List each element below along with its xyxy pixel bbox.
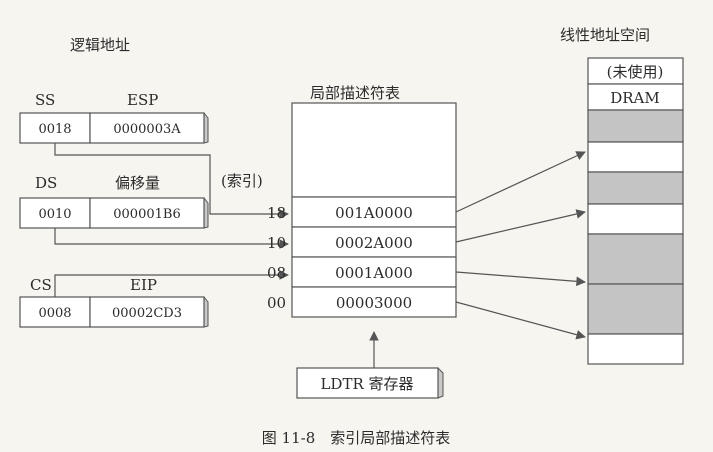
esp-label: ESP <box>127 91 158 109</box>
memory-blocks <box>587 109 684 365</box>
ss-label: SS <box>35 91 55 109</box>
cs-label: CS <box>30 276 52 294</box>
ldt-upper-empty <box>291 102 457 198</box>
memory-dram <box>587 83 684 111</box>
ldt-row-18 <box>291 196 457 228</box>
ss-value: 0018 <box>38 122 71 137</box>
base-18: 001A0000 <box>335 204 413 222</box>
memory-block-shaded <box>587 171 684 205</box>
eip-offset-box <box>89 296 205 328</box>
linear-space-title: 线性地址空间 <box>560 26 650 44</box>
figure-caption: 图 11-8 索引局部描述符表 <box>262 429 450 447</box>
eip-label: EIP <box>130 276 157 294</box>
memory-block-white <box>587 141 684 173</box>
ldtr-register-box <box>296 367 439 399</box>
eip-value: 00002CD3 <box>112 306 182 321</box>
ds-to-index-10-arrow <box>54 228 289 249</box>
linear-address-space: (未使用) DRAM <box>587 57 684 365</box>
index-10: 10 <box>267 234 286 252</box>
unused-label: (未使用) <box>607 63 664 81</box>
ldt-row-00 <box>291 286 457 318</box>
ldt-row-10 <box>291 226 457 258</box>
dram-label: DRAM <box>610 89 660 107</box>
index-08: 08 <box>267 264 286 282</box>
cs-to-index-08-arrow <box>54 270 289 297</box>
row-10-to-memory-arrow <box>455 209 586 243</box>
memory-block-shaded <box>587 109 684 143</box>
ldt-row-08 <box>291 256 457 288</box>
ds-label: DS <box>35 174 57 192</box>
register-cs-eip: CS EIP 0008 00002CD3 <box>19 276 209 328</box>
ss-to-index-18-arrow <box>54 143 289 219</box>
offset-label: 偏移量 <box>115 174 160 192</box>
register-ds-offset: DS 偏移量 0010 000001B6 <box>19 174 209 229</box>
ds-value: 0010 <box>38 207 71 222</box>
memory-block-white <box>587 203 684 235</box>
base-00: 00003000 <box>336 294 412 312</box>
base-08: 0001A000 <box>335 264 413 282</box>
row-00-to-memory-arrow <box>455 301 586 340</box>
memory-block-shaded <box>587 233 684 285</box>
ds-offset-value: 000001B6 <box>113 207 180 222</box>
esp-offset-box <box>89 112 205 144</box>
ldt-title: 局部描述符表 <box>310 84 400 102</box>
memory-block-shaded <box>587 283 684 335</box>
ldt-table: 18 10 08 00 001A0000 0002A000 0001A000 0… <box>267 102 457 318</box>
register-ss-esp: SS ESP 0018 0000003A <box>19 91 209 144</box>
memory-block-white <box>587 333 684 365</box>
index-label: (索引) <box>221 172 263 190</box>
index-18: 18 <box>267 204 286 222</box>
row-18-to-memory-arrow <box>455 151 586 213</box>
row-08-to-memory-arrow <box>455 271 586 287</box>
base-10: 0002A000 <box>335 234 413 252</box>
ldtr-label: LDTR 寄存器 <box>320 375 413 393</box>
esp-value: 0000003A <box>113 122 181 137</box>
cs-value: 0008 <box>38 306 71 321</box>
logical-address-title: 逻辑地址 <box>70 36 130 54</box>
index-00: 00 <box>267 294 286 312</box>
ds-offset-box <box>89 197 205 229</box>
memory-unused <box>587 57 684 85</box>
